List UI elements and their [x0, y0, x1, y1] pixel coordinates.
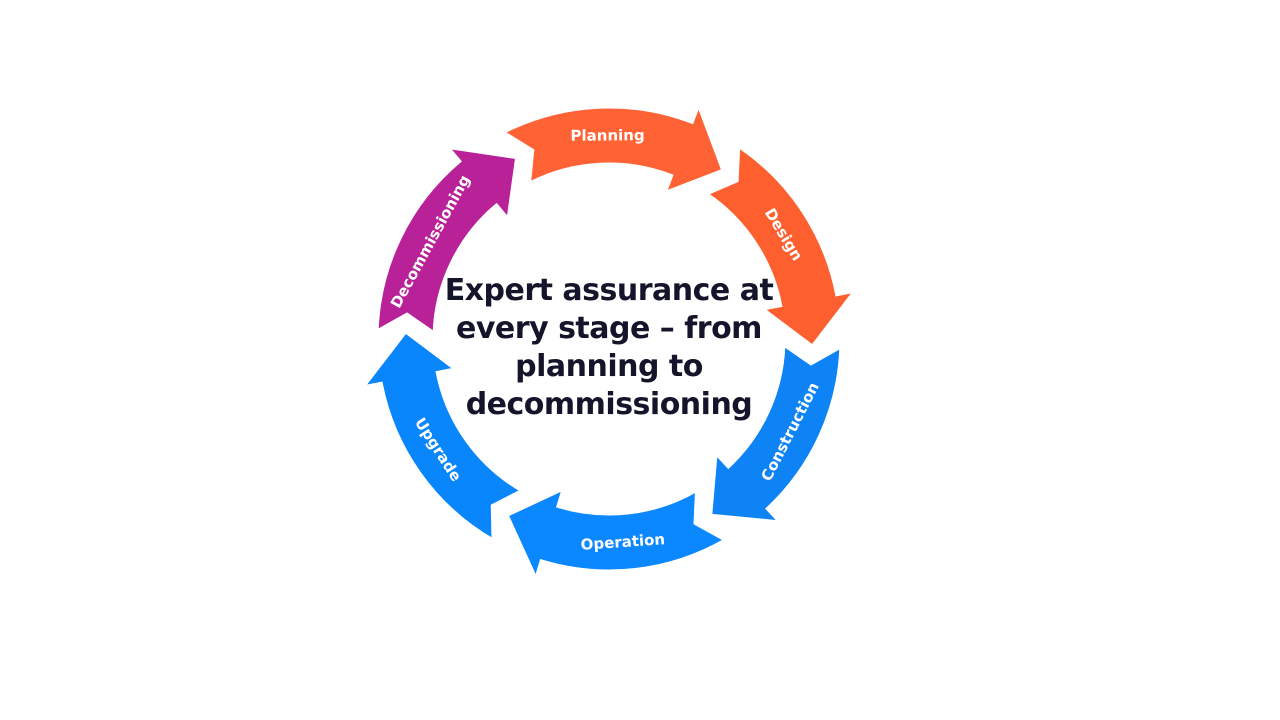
cycle-arrows — [359, 101, 859, 583]
center-title: Expert assurance at every stage – from p… — [444, 273, 774, 422]
stage-arrow-design — [703, 143, 859, 349]
stage-arrow-construction — [709, 342, 843, 524]
stage-label-operation: Operation — [580, 530, 666, 554]
stage-arrow-upgrade — [359, 329, 525, 543]
stage-arrow-planning — [500, 101, 725, 196]
stage-arrow-operation — [505, 486, 729, 583]
stage-label-planning: Planning — [570, 126, 644, 145]
stage-arrow-decommissioning — [375, 145, 519, 336]
